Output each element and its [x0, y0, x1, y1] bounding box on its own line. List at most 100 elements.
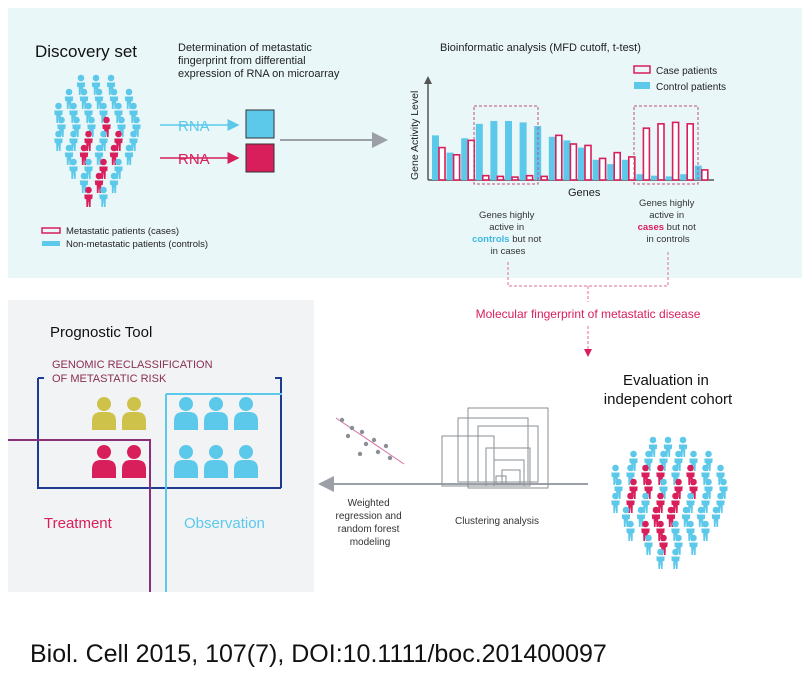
bar-case-15	[642, 127, 651, 181]
bar-case-3	[467, 139, 476, 181]
bar-case-19	[700, 169, 709, 181]
person-control	[124, 144, 134, 165]
discovery-title: Discovery set	[35, 42, 137, 61]
discovery-panel	[8, 8, 802, 278]
evaluation-crowd	[611, 436, 728, 569]
person-control	[644, 534, 653, 555]
note-controls: Genes highly active in controls but not …	[472, 210, 544, 257]
clustering-label: Clustering analysis	[455, 516, 539, 527]
discovery-description: Determination of metastatic fingerprint …	[178, 42, 340, 80]
bar-control-13	[607, 164, 615, 180]
treatment-label: Treatment	[44, 515, 113, 532]
person-case	[84, 186, 93, 207]
rna-control-box	[245, 109, 275, 139]
regression-graphic	[335, 417, 405, 465]
person-treatment	[92, 445, 116, 478]
controls-highlight-box	[473, 105, 539, 185]
bar-case-18	[686, 123, 695, 181]
bar-control-17	[665, 176, 673, 180]
chart-y-label: Gene Activity Level	[409, 91, 421, 180]
chart-x-label: Genes	[568, 187, 601, 199]
bar-case-2	[452, 154, 461, 181]
person-observation	[174, 397, 198, 430]
legend-control-patients-label: Control patients	[656, 82, 726, 93]
bar-case-9	[554, 134, 563, 181]
bar-control-6	[505, 120, 512, 180]
bioinformatic-title: Bioinformatic analysis (MFD cutoff, t-te…	[440, 42, 641, 54]
person-control	[701, 520, 710, 541]
gene-activity-bars	[432, 120, 709, 181]
person-control	[109, 172, 119, 193]
bar-control-14	[621, 159, 629, 180]
genomic-reclassification-label: GENOMIC RECLASSIFICATION OF METASTATIC R…	[52, 359, 216, 385]
bar-case-11	[584, 144, 592, 181]
person-observation	[174, 445, 198, 478]
legend-controls-swatch	[42, 241, 60, 246]
note-cases: Genes highly active in cases but not in …	[638, 198, 699, 245]
bar-case-14	[627, 156, 636, 181]
person-treatment-reclassified	[122, 397, 146, 430]
person-control	[689, 534, 698, 555]
bar-case-5	[496, 175, 505, 181]
bar-case-16	[657, 123, 665, 181]
bar-control-5	[490, 120, 498, 180]
prognostic-panel	[8, 300, 314, 592]
bar-control-11	[578, 147, 585, 180]
person-observation	[204, 445, 228, 478]
rna-bottom-label: RNA	[178, 151, 210, 168]
prognostic-people	[92, 397, 258, 478]
rna-top-label: RNA	[178, 118, 210, 135]
legend-cases-label: Metastatic patients (cases)	[66, 226, 179, 237]
bar-control-9	[548, 136, 556, 180]
discovery-crowd	[54, 74, 141, 207]
bar-control-7	[519, 122, 527, 180]
fingerprint-label: Molecular fingerprint of metastatic dise…	[476, 307, 701, 321]
person-treatment-reclassified	[92, 397, 116, 430]
bar-control-1	[432, 135, 439, 180]
bar-case-1	[438, 146, 446, 181]
legend-controls-label: Non-metastatic patients (controls)	[66, 239, 208, 250]
person-control	[99, 186, 108, 207]
bar-control-4	[475, 123, 483, 180]
legend-cases-swatch	[41, 227, 61, 234]
bar-case-4	[481, 174, 490, 181]
legend-case-patients-label: Case patients	[656, 66, 717, 77]
prognostic-title: Prognostic Tool	[50, 324, 152, 341]
navy-bracket	[37, 377, 282, 489]
person-observation	[234, 445, 258, 478]
bar-case-17	[671, 121, 680, 181]
bar-case-8	[540, 175, 549, 181]
person-control	[54, 130, 63, 151]
evaluation-title: Evaluation in independent cohort	[604, 372, 733, 408]
observation-label: Observation	[184, 515, 265, 532]
bar-case-13	[613, 151, 622, 181]
bar-control-16	[651, 175, 658, 180]
rna-case-box	[245, 143, 275, 173]
person-observation	[234, 397, 258, 430]
person-control	[711, 506, 721, 527]
bar-control-10	[563, 140, 571, 180]
person-control	[626, 520, 635, 541]
person-control	[611, 492, 620, 513]
person-control	[656, 548, 665, 569]
cases-highlight-box	[633, 105, 699, 185]
person-observation	[204, 397, 228, 430]
person-control	[671, 548, 680, 569]
bar-control-12	[592, 159, 600, 180]
bar-control-2	[446, 152, 454, 180]
legend-control-patients-swatch	[634, 82, 650, 89]
clustering-graphic	[441, 407, 549, 489]
person-treatment	[122, 445, 146, 478]
citation: Biol. Cell 2015, 107(7), DOI:10.1111/boc…	[30, 640, 607, 668]
person-control	[69, 158, 78, 179]
bar-control-18	[680, 174, 688, 180]
fingerprint-connector	[507, 250, 669, 302]
bar-case-12	[598, 157, 607, 181]
bar-control-15	[636, 174, 644, 180]
bar-case-10	[569, 143, 578, 181]
regression-label: Weighted regression and random forest mo…	[336, 498, 405, 548]
bar-case-7	[525, 174, 534, 181]
chart-y-axis-arrowhead	[424, 76, 432, 84]
bar-control-3	[461, 138, 469, 180]
